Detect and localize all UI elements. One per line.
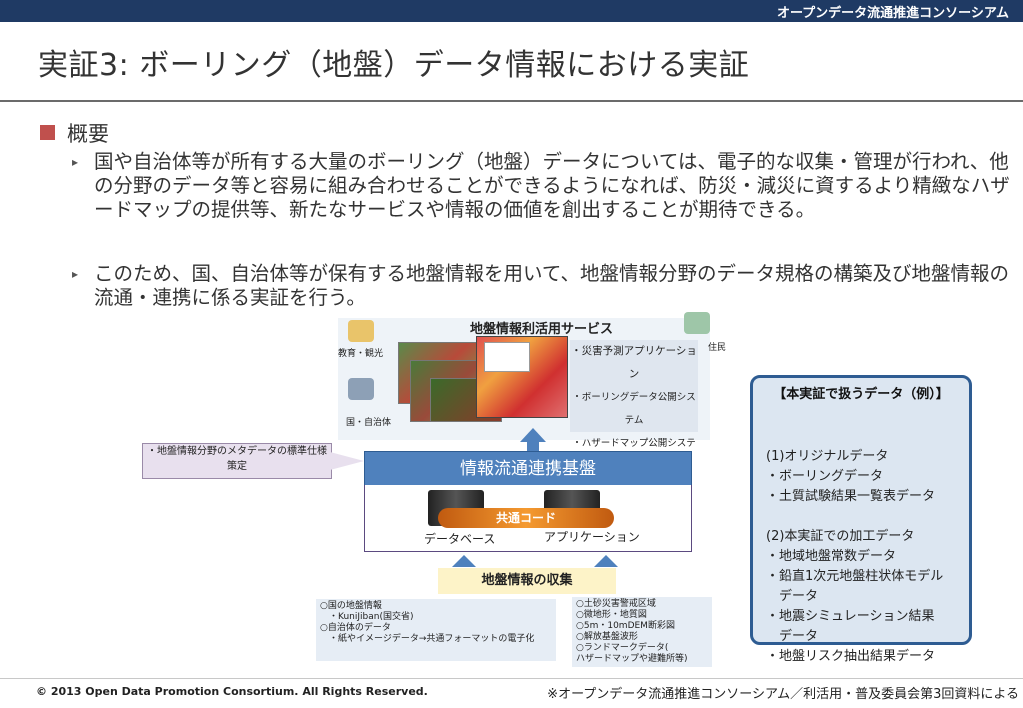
- source-item: ・KuniJiban(国交省): [320, 612, 414, 622]
- data-line: ・地域地盤常数データ: [766, 549, 897, 564]
- map-legend: [484, 342, 530, 372]
- source-item: ・紙やイメージデータ→共通フォーマットの電子化: [320, 634, 535, 644]
- data-line: データ: [766, 629, 819, 644]
- source-item: ○ランドマークデータ(: [576, 643, 669, 653]
- bullet-text-1: 国や自治体等が所有する大量のボーリング（地盤）データについては、電子的な収集・管…: [94, 150, 1010, 221]
- service-item: ・ボーリングデータ公開システム: [572, 392, 696, 426]
- footer-divider: [0, 678, 1023, 679]
- service-title: 地盤情報利活用サービス: [470, 322, 614, 337]
- source-item: ○解放基盤波形: [576, 632, 638, 642]
- title-divider: [0, 100, 1023, 102]
- data-line: データ: [766, 589, 819, 604]
- source-item: ○自治体のデータ: [320, 623, 391, 633]
- source-item: ハザードマップや避難所等): [576, 654, 688, 664]
- data-box-heading: 【本実証で扱うデータ（例）】: [773, 387, 949, 402]
- source-item: ○微地形・地質図: [576, 610, 647, 620]
- person-label-resident: 住民: [708, 343, 727, 353]
- service-item: ・災害予測アプリケーション: [571, 345, 697, 380]
- triangle-bullet-icon: ▸: [72, 155, 79, 169]
- reference-note: ※オープンデータ流通推進コンソーシアム／利活用・普及委員会第3回資料による: [547, 687, 1019, 702]
- source-list-right: ○土砂災害警戒区域 ○微地形・地質図 ○5m・10mDEM断彩図 ○解放基盤波形…: [572, 597, 712, 667]
- collection-box: 地盤情報の収集: [438, 568, 616, 594]
- data-example-box: [750, 375, 972, 645]
- person-label-education: 教育・観光: [338, 349, 384, 359]
- platform-bar: 情報流通連携基盤: [364, 451, 692, 487]
- section-label: 概要: [67, 122, 109, 146]
- resident-illustration: [684, 312, 710, 334]
- service-list: ・災害予測アプリケーション ・ボーリングデータ公開システム ・ハザードマップ公開…: [570, 340, 698, 492]
- source-item: ○国の地盤情報: [320, 601, 382, 611]
- page-title: 実証3: ボーリング（地盤）データ情報における実証: [38, 48, 750, 83]
- application-label: アプリケーション: [544, 530, 640, 544]
- students-illustration: [348, 320, 374, 342]
- metadata-callout: ・地盤情報分野のメタデータの標準仕様策定: [142, 443, 332, 479]
- data-line: ・ボーリングデータ: [766, 469, 884, 484]
- data-line: ・土質試験結果一覧表データ: [766, 489, 936, 504]
- section-heading: 概要: [40, 118, 109, 148]
- header-bar: オープンデータ流通推進コンソーシアム: [0, 0, 1023, 22]
- up-arrow-icon: [594, 555, 618, 567]
- data-line: ・鉛直1次元地盤柱状体モデル: [766, 569, 944, 584]
- office-worker-illustration: [348, 378, 374, 400]
- data-line: (1)オリジナルデータ: [766, 449, 889, 464]
- data-line: (2)本実証での加工データ: [766, 529, 915, 544]
- database-label: データベース: [424, 532, 496, 546]
- data-line: ・地盤リスク抽出結果データ: [766, 649, 936, 664]
- data-line: ・地震シミュレーション結果: [766, 609, 935, 624]
- callout-pointer: [330, 452, 364, 470]
- header-org: オープンデータ流通推進コンソーシアム: [776, 6, 1009, 21]
- source-list-left: ○国の地盤情報 ・KuniJiban(国交省) ○自治体のデータ ・紙やイメージ…: [316, 599, 556, 661]
- up-arrow-icon: [520, 428, 546, 442]
- up-arrow-stem: [527, 441, 539, 451]
- up-arrow-icon: [452, 555, 476, 567]
- square-bullet-icon: [40, 125, 55, 140]
- common-code-bar: 共通コード: [438, 508, 614, 528]
- person-label-government: 国・自治体: [346, 418, 392, 428]
- source-item: ○5m・10mDEM断彩図: [576, 621, 675, 631]
- source-item: ○土砂災害警戒区域: [576, 599, 656, 609]
- bullet-text-2: このため、国、自治体等が保有する地盤情報を用いて、地盤情報分野のデータ規格の構築…: [94, 262, 1009, 309]
- triangle-bullet-icon: ▸: [72, 267, 79, 281]
- copyright: © 2013 Open Data Promotion Consortium. A…: [36, 685, 428, 698]
